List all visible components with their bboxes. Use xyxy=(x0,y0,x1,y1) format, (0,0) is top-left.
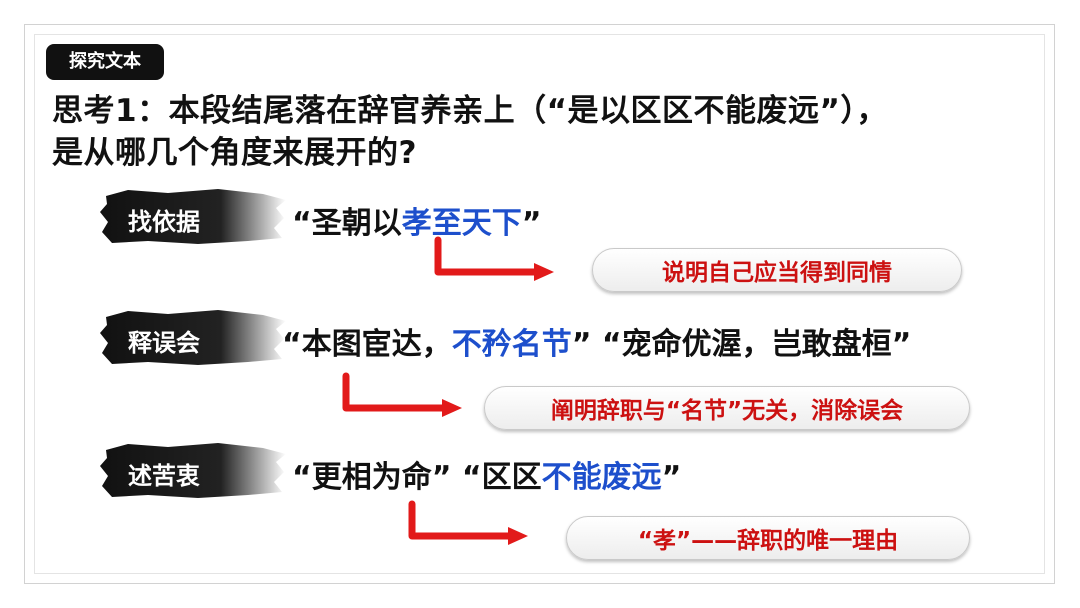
conclusion-pill: 阐明辞职与“名节”无关，消除误会 xyxy=(484,386,970,430)
question-line-2: 是从哪几个角度来展开的? xyxy=(52,127,417,172)
row-label: 找依据 xyxy=(128,202,200,237)
row-label: 释误会 xyxy=(128,323,200,358)
conclusion-pill: “孝”——辞职的唯一理由 xyxy=(566,516,970,560)
question-line-1: 思考1：本段结尾落在辞官养亲上（“是以区区不能废远”）， xyxy=(52,85,888,130)
quote-highlight: 不能废远 xyxy=(542,460,662,495)
arrow-icon xyxy=(334,372,474,422)
quote-text: “本图宦达，不矜名节” “宠命优渥，岂敢盘桓” xyxy=(282,319,911,363)
quote-highlight: 不矜名节 xyxy=(452,327,572,362)
arrow-icon xyxy=(426,236,566,286)
arrow-icon xyxy=(400,500,540,550)
conclusion-pill: 说明自己应当得到同情 xyxy=(592,248,962,292)
section-tag: 探究文本 xyxy=(46,44,164,80)
row-label: 述苦衷 xyxy=(128,456,200,491)
quote-text: “更相为命” “区区不能废远” xyxy=(292,452,681,496)
